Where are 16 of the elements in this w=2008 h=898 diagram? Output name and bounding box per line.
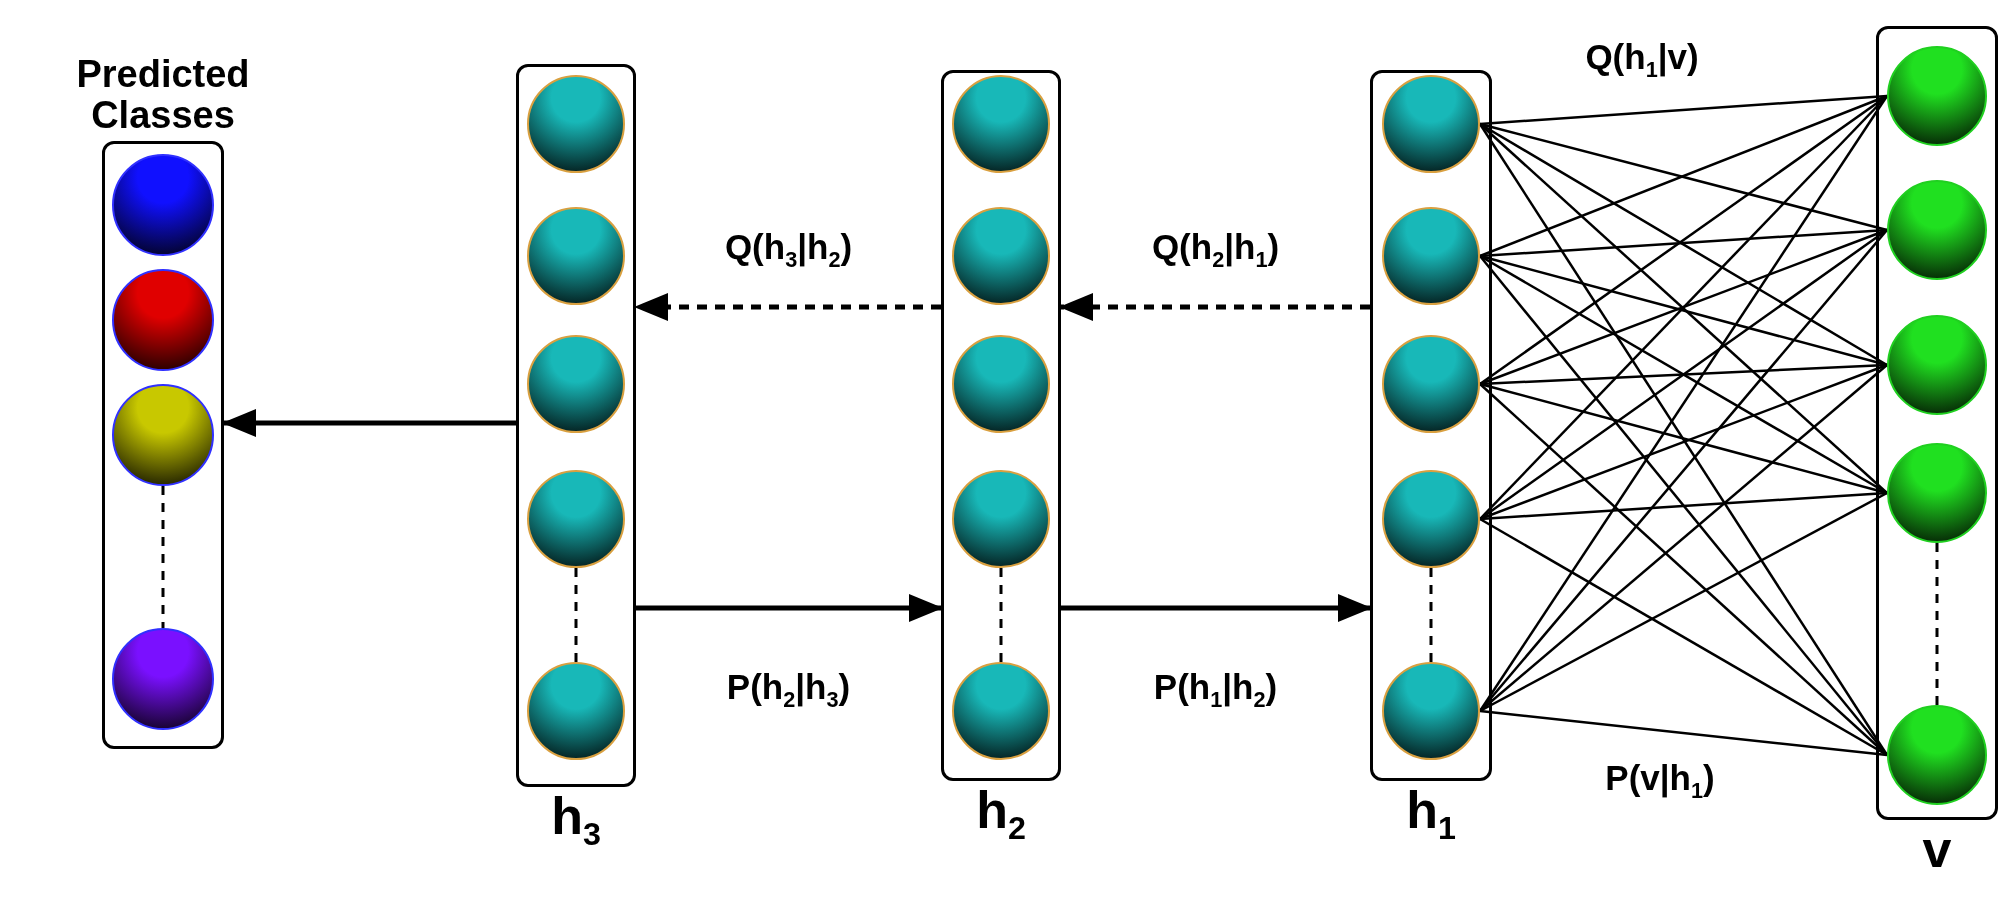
arrow (636, 594, 943, 622)
arrow (1061, 594, 1372, 622)
arrow (222, 409, 516, 437)
layer-label: v (1922, 823, 1952, 875)
dashed-line (1935, 543, 1939, 705)
dashed-line (999, 568, 1003, 662)
dashed-arrow (1059, 293, 1370, 321)
connection-line (1479, 709, 1888, 757)
layer-label: h$_{1}$ (1406, 784, 1456, 845)
dashed-arrow (634, 293, 941, 321)
layer-label: h$_{2}$ (976, 784, 1026, 845)
dashed-line (1429, 568, 1433, 662)
layer-label: h$_{3}$ (551, 790, 601, 851)
dashed-line (161, 486, 165, 628)
dashed-line (574, 568, 578, 662)
layer-label: Predicted Classes (75, 53, 251, 136)
